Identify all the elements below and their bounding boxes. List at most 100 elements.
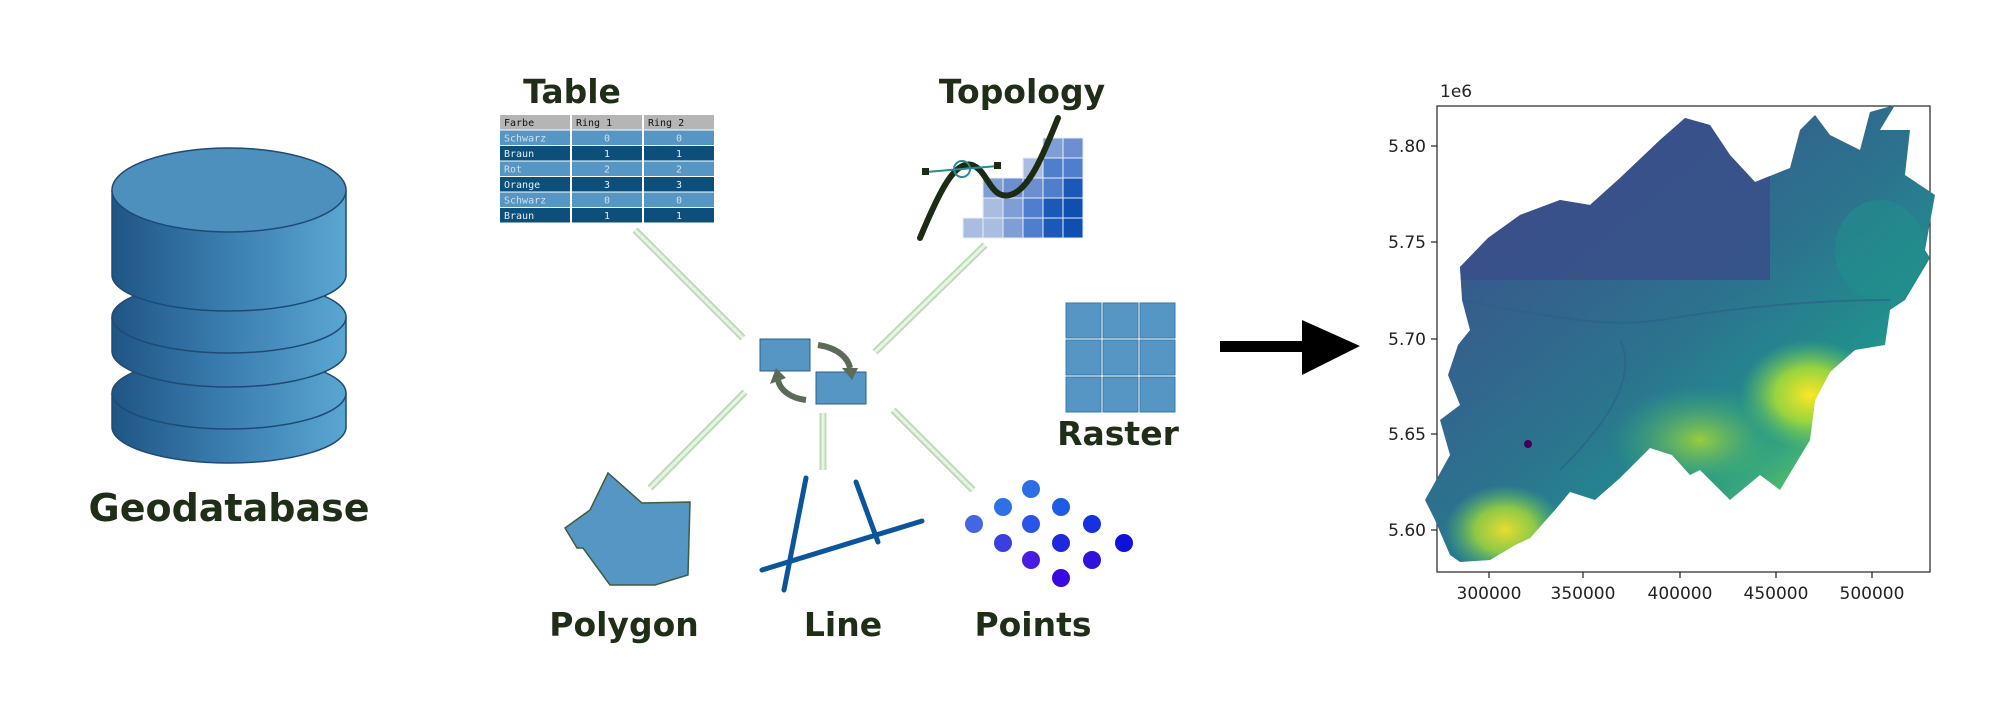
table-cell <box>500 192 570 207</box>
raster-cell <box>1139 302 1176 339</box>
table-cell <box>644 161 714 176</box>
point-marker <box>1022 515 1040 533</box>
raster-cell <box>1102 376 1139 413</box>
topology-cell <box>982 217 1004 239</box>
y-tick-label: 5.75 <box>1388 233 1426 253</box>
point-marker <box>1052 569 1070 587</box>
table-header-text: Ring 2 <box>648 118 684 129</box>
point-marker <box>994 534 1012 552</box>
topology-cell <box>1042 157 1064 179</box>
point-marker <box>1115 534 1133 552</box>
table-cell-text: 2 <box>676 165 682 176</box>
x-tick-label: 500000 <box>1840 584 1905 604</box>
raster-cell <box>1139 376 1176 413</box>
table-cell <box>644 177 714 192</box>
topology-cell <box>1062 157 1084 179</box>
table-cell <box>500 130 570 145</box>
table-header-text: Farbe <box>504 118 534 129</box>
table-cell-text: Schwarz <box>504 196 546 207</box>
table-cell-text: Braun <box>504 211 534 222</box>
y-tick-label: 5.65 <box>1388 425 1426 445</box>
table-cell-text: Orange <box>504 180 540 191</box>
raster-icon <box>1065 302 1176 413</box>
y-tick-label: 5.60 <box>1388 521 1426 541</box>
x-tick-label: 350000 <box>1551 584 1616 604</box>
table-cell <box>572 192 642 207</box>
topology-cell <box>1042 197 1064 219</box>
table-cell <box>644 130 714 145</box>
topology-cell <box>1062 137 1084 159</box>
topology-cell <box>1002 217 1024 239</box>
topology-cell <box>1062 177 1084 199</box>
table-cell-text: 1 <box>676 211 682 222</box>
points-icon <box>965 480 1133 587</box>
geodatabase-icon <box>111 147 347 464</box>
table-cell-text: Rot <box>504 165 522 176</box>
table-cell <box>500 208 570 223</box>
topology-cell <box>1042 217 1064 239</box>
table-cell <box>572 161 642 176</box>
y-tick-label: 5.70 <box>1388 330 1426 350</box>
table-cell-text: 0 <box>604 196 610 207</box>
raster-cell <box>1065 302 1102 339</box>
table-cell-text: 1 <box>604 149 610 160</box>
table-cell-text: Braun <box>504 149 534 160</box>
raster-cell <box>1102 339 1139 376</box>
raster-cell <box>1102 302 1139 339</box>
table-header-cell <box>572 115 642 130</box>
topology-cell <box>1062 197 1084 219</box>
table-cell <box>572 146 642 161</box>
topology-cell <box>1022 217 1044 239</box>
raster-label: Raster <box>1057 414 1179 453</box>
table-cell-text: 1 <box>604 211 610 222</box>
table-cell-text: 3 <box>676 180 682 191</box>
table-cell-text: 0 <box>604 134 610 145</box>
point-marker <box>1052 534 1070 552</box>
table-cell <box>500 161 570 176</box>
x-tick-label: 450000 <box>1744 584 1809 604</box>
table-cell-text: Schwarz <box>504 134 546 145</box>
geodatabase-label: Geodatabase <box>89 486 370 530</box>
table-cell-text: 0 <box>676 196 682 207</box>
table-header-text: Ring 1 <box>576 118 612 129</box>
table-cell-text: 1 <box>676 149 682 160</box>
point-marker <box>1052 498 1070 516</box>
table-header-cell <box>500 115 570 130</box>
point-marker <box>994 498 1012 516</box>
raster-cell <box>1139 339 1176 376</box>
table-cell-text: 3 <box>604 180 610 191</box>
point-marker <box>1022 480 1040 498</box>
point-marker <box>1022 551 1040 569</box>
topology-cell <box>962 217 984 239</box>
plot-exponent: 1e6 <box>1440 82 1472 102</box>
table-cell <box>644 146 714 161</box>
topology-label: Topology <box>939 72 1105 111</box>
table-header-cell <box>644 115 714 130</box>
point-marker <box>1083 515 1101 533</box>
topology-cell <box>1002 197 1024 219</box>
table-cell-text: 2 <box>604 165 610 176</box>
raster-cell <box>1065 339 1102 376</box>
table-cell <box>500 146 570 161</box>
point-marker <box>1083 551 1101 569</box>
raster-cell <box>1065 376 1102 413</box>
arrow-right-icon <box>1220 320 1360 375</box>
x-tick-label: 300000 <box>1457 584 1522 604</box>
table-cell <box>500 177 570 192</box>
polygon-icon <box>564 471 691 586</box>
table-cell <box>572 177 642 192</box>
polygon-label: Polygon <box>549 605 698 644</box>
points-label: Points <box>974 605 1091 644</box>
point-marker <box>965 515 983 533</box>
sync-icon <box>759 338 867 405</box>
table-label: Table <box>523 72 621 111</box>
topology-cell <box>1022 197 1044 219</box>
table-cell <box>644 208 714 223</box>
topology-icon <box>917 115 1084 241</box>
line-icon <box>759 475 925 593</box>
table-cell <box>572 130 642 145</box>
x-tick-label: 400000 <box>1648 584 1713 604</box>
